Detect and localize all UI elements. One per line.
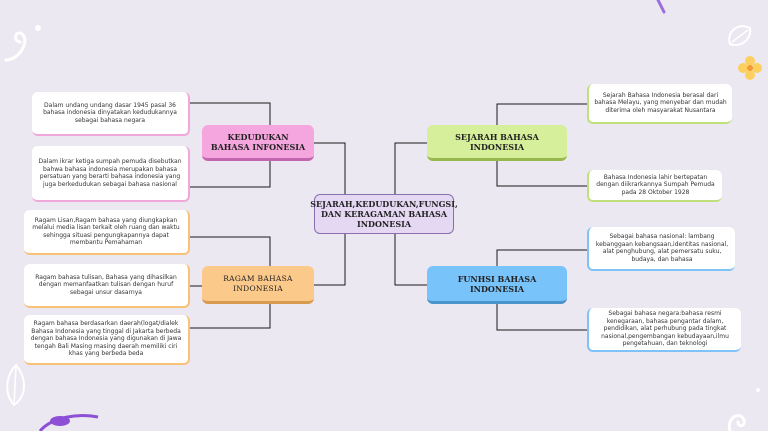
leaf-fungsi-negara: Sebagai bahasa negara:bahasa resmi keneg… [587, 308, 741, 352]
branch-ragam: RAGAM BAHASA INDONESIA [202, 266, 314, 304]
leaf-sejarah-lahir: Bahasa Indonesia lahir bertepatan dengan… [587, 170, 722, 202]
leaf-kedudukan-uud: Dalam undang undang dasar 1945 pasal 36 … [32, 92, 190, 136]
leaf-icon [6, 363, 99, 431]
central-topic: SEJARAH,KEDUDUKAN,FUNGSI, DAN KERAGAMAN … [310, 194, 458, 234]
leaf-kedudukan-sumpah-pemuda: Dalam ikrar ketiga sumpah pemuda disebut… [32, 146, 190, 202]
leaf-sejarah-melayu: Sejarah Bahasa Indonesia berasal dari ba… [587, 84, 732, 124]
leaf-ragam-tulisan: Ragam bahasa tulisan, Bahasa yang dihasi… [24, 264, 190, 308]
branch-sejarah: SEJARAH BAHASA INDONESIA [427, 125, 567, 161]
leaf-ragam-daerah: Ragam bahasa berdasarkan daerah(logat/di… [24, 315, 190, 365]
swirl-icon [727, 388, 760, 431]
flower-icon [728, 25, 762, 80]
branch-kedudukan: KEDUDUKAN BAHASA INFONESIA [202, 125, 314, 161]
leaf-ragam-lisan: Ragam Lisan,Ragam bahasa yang diungkapka… [24, 210, 190, 255]
sparkle-icon [656, 0, 666, 14]
leaf-fungsi-nasional: Sebagai bahasa nasional: lambang kebangg… [587, 227, 735, 271]
branch-fungsi: FUNHSI BAHASA INDONESIA [427, 266, 567, 304]
swirl-icon [4, 25, 41, 62]
